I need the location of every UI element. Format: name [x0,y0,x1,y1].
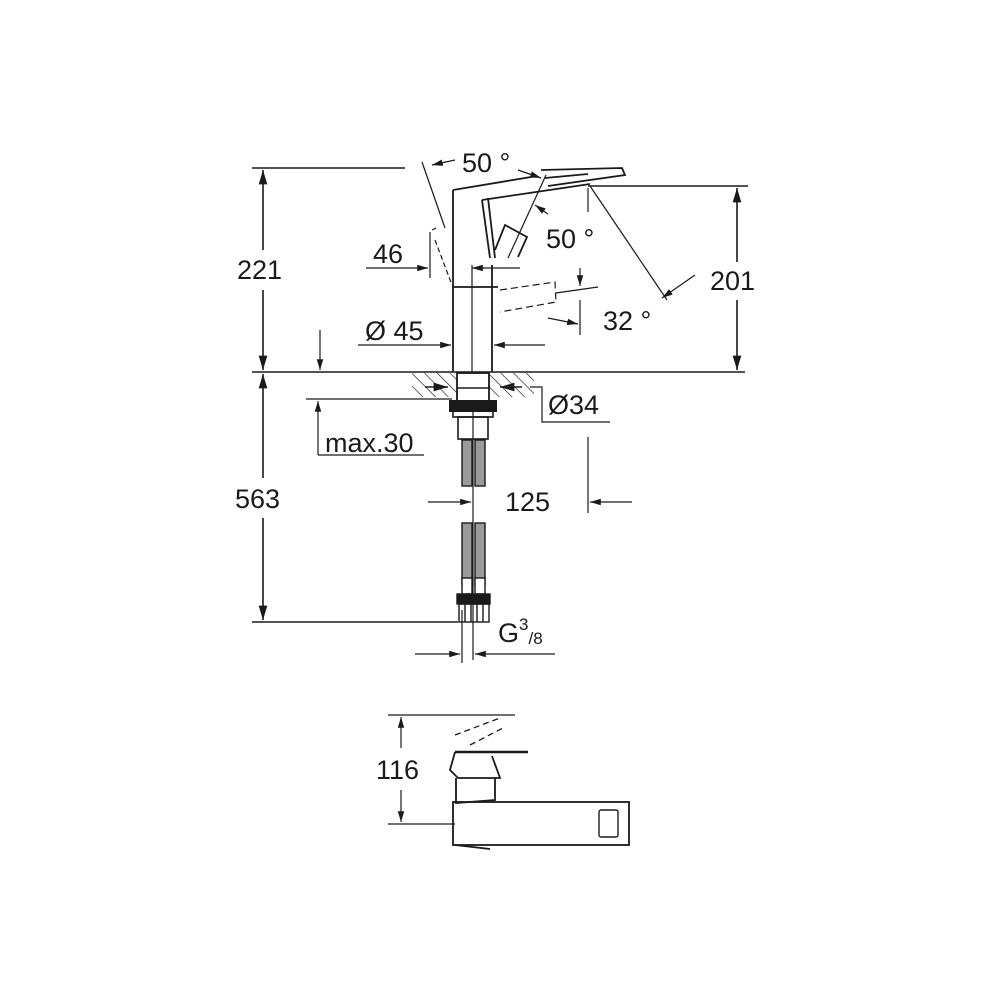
supply-hoses [456,439,491,623]
dim-label-221: 221 [237,255,283,285]
dim-thread [415,610,555,663]
angle-50-top [421,159,549,259]
dim-201 [588,185,748,370]
angle-32 [499,185,696,335]
faucet-body [452,167,627,372]
dim-label-diameter-45: Ø 45 [365,316,424,346]
deck-mount [412,372,610,660]
dim-label-116: 116 [376,755,420,785]
dim-label-46: 46 [373,239,404,269]
plan-view [388,714,630,850]
dim-46 [366,227,520,286]
dim-label-thread: G3/8 [498,615,543,648]
angle-label-side-50: 50 ° [546,224,595,254]
dim-221 [252,167,405,370]
angle-label-32: 32 ° [603,306,652,336]
dim-label-125: 125 [505,487,551,517]
angle-label-top-50: 50 ° [462,148,511,178]
dim-125 [428,437,632,513]
dim-label-diameter-34: Ø34 [548,390,600,420]
dim-label-201: 201 [710,266,756,296]
dim-label-max-30: max.30 [325,428,414,458]
dim-563 [252,374,458,623]
dim-label-563: 563 [235,484,281,514]
dim-max-30 [306,330,452,456]
